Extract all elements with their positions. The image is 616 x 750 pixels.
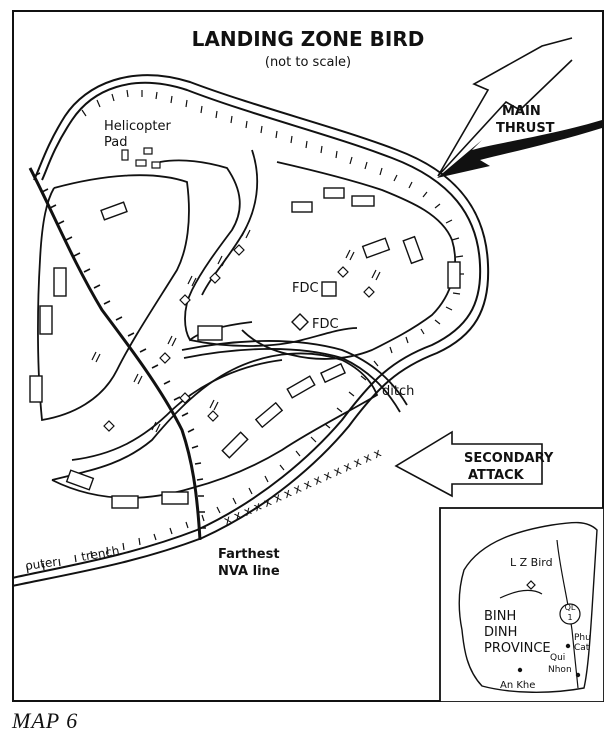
inset-route-label-1: QL [565, 603, 576, 612]
inset-map [439, 507, 604, 702]
nva-line [28, 167, 202, 541]
nva-label-line1: Farthest [218, 547, 280, 562]
secondary-attack-label-2: ATTACK [468, 468, 525, 483]
outer-trench [12, 74, 490, 587]
fdc-a-bunker [321, 281, 337, 297]
inset-ankhe-dot [517, 667, 523, 673]
bunkers [29, 187, 461, 509]
inset-lz-marker [526, 580, 536, 590]
fdc-b-bunker [291, 313, 309, 331]
map-title: LANDING ZONE BIRD [192, 27, 425, 51]
map-subtitle: (not to scale) [265, 55, 351, 70]
inset-quinhon-label-2: Nhon [548, 665, 572, 675]
gun-positions [91, 227, 381, 433]
province-outline [458, 521, 598, 693]
nva-label-line2: NVA line [218, 564, 280, 579]
inset-province-line2: DINH [484, 625, 517, 640]
inset-quinhon-dot [575, 672, 581, 678]
ditch-label: ditch [382, 384, 414, 399]
inset-river [499, 589, 543, 599]
inset-route-label-2: 1 [567, 613, 572, 622]
inset-phucat-dot [565, 643, 571, 649]
map-frame: LANDING ZONE BIRD (not to scale) outer t… [12, 10, 604, 702]
inset-phucat-label-1: Phu [574, 633, 591, 643]
inset-quinhon-label-1: Qui [550, 653, 565, 663]
ditch [181, 340, 408, 413]
inset-route-marker [559, 603, 581, 625]
main-thrust-arrow [437, 37, 602, 178]
outer-trench-label-2: trench [80, 543, 120, 563]
outer-trench-label-1: outer [24, 555, 58, 573]
inset-phucat-label-2: Cat [574, 643, 590, 653]
helipad-markers [121, 147, 161, 169]
inset-province-line1: BINH [484, 609, 516, 624]
main-thrust-label-1: MAIN [502, 104, 541, 119]
inset-lz-label: L Z Bird [510, 556, 553, 569]
helipad-label-line2: Pad [104, 135, 127, 150]
map-caption: MAP 6 [12, 708, 79, 733]
secondary-attack-arrow [394, 430, 543, 498]
inset-ankhe-label: An Khe [500, 680, 535, 691]
inset-road [556, 539, 579, 689]
secondary-attack-label-1: SECONDARY [464, 451, 554, 466]
main-thrust-label-2: THRUST [496, 121, 555, 136]
helipad-label-line1: Helicopter [104, 119, 171, 134]
nva-line-ticks [33, 172, 206, 529]
fdc-label-a: FDC [292, 281, 319, 296]
fdc-label-b: FDC [312, 317, 339, 332]
inset-province-line3: PROVINCE [484, 641, 551, 656]
